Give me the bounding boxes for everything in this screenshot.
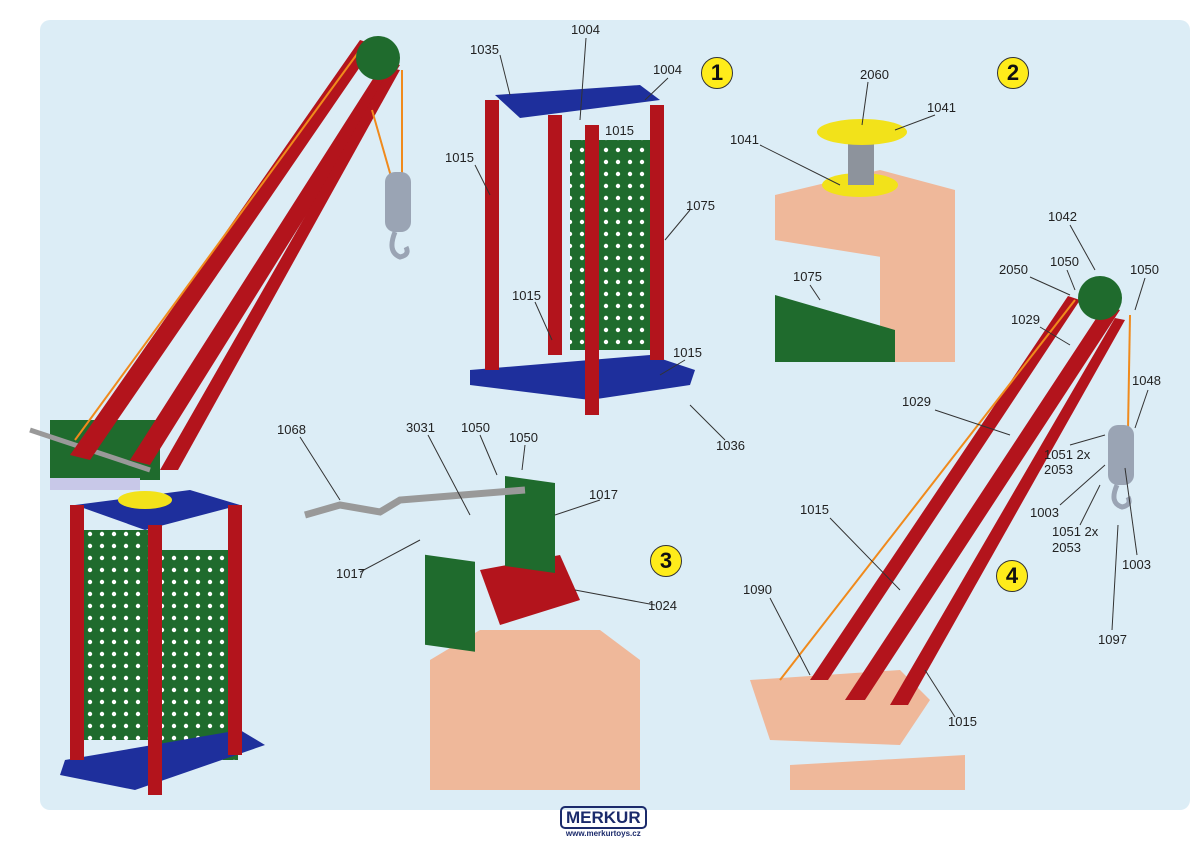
part-label: 1042 bbox=[1048, 209, 1077, 224]
part-label: 1050 bbox=[1130, 262, 1159, 277]
part-label: 1090 bbox=[743, 582, 772, 597]
part-label: 2050 bbox=[999, 262, 1028, 277]
part-label: 1015 bbox=[673, 345, 702, 360]
part-label: 1051 2x bbox=[1044, 447, 1091, 462]
step-2-badge: 2 bbox=[997, 57, 1029, 89]
part-label: 2053 bbox=[1044, 462, 1073, 477]
part-label: 1050 bbox=[1050, 254, 1079, 269]
step4-model bbox=[750, 276, 1134, 790]
part-label: 1097 bbox=[1098, 632, 1127, 647]
part-label: 1024 bbox=[648, 598, 677, 613]
crane-main-model bbox=[29, 36, 411, 795]
part-label: 3031 bbox=[406, 420, 435, 435]
part-label: 1015 bbox=[800, 502, 829, 517]
part-label: 1003 bbox=[1122, 557, 1151, 572]
step-1-badge: 1 bbox=[701, 57, 733, 89]
part-label: 1015 bbox=[445, 150, 474, 165]
leader-lines bbox=[299, 37, 1149, 718]
part-label: 1004 bbox=[571, 22, 600, 37]
part-label: 1017 bbox=[589, 487, 618, 502]
part-label: 1068 bbox=[277, 422, 306, 437]
step-4-badge: 4 bbox=[996, 560, 1028, 592]
part-label: 1050 bbox=[509, 430, 538, 445]
logo-url: www.merkurtoys.cz bbox=[565, 829, 641, 838]
part-label: 1035 bbox=[470, 42, 499, 57]
part-label: 1004 bbox=[653, 62, 682, 77]
part-label: 2060 bbox=[860, 67, 889, 82]
step-3-badge: 3 bbox=[650, 545, 682, 577]
part-label: 1048 bbox=[1132, 373, 1161, 388]
part-label: 1041 bbox=[927, 100, 956, 115]
step2-model bbox=[775, 119, 955, 362]
part-label: 1051 2x bbox=[1052, 524, 1099, 539]
step3-model bbox=[304, 475, 640, 790]
part-label: 1003 bbox=[1030, 505, 1059, 520]
step1-model bbox=[470, 85, 695, 415]
part-label: 1050 bbox=[461, 420, 490, 435]
part-label: 1029 bbox=[902, 394, 931, 409]
part-label: 1075 bbox=[686, 198, 715, 213]
part-label: 1015 bbox=[512, 288, 541, 303]
part-label: 1015 bbox=[605, 123, 634, 138]
part-label: 2053 bbox=[1052, 540, 1081, 555]
part-label: 1041 bbox=[730, 132, 759, 147]
part-label: 1029 bbox=[1011, 312, 1040, 327]
merkur-logo: MERKUR www.merkurtoys.cz bbox=[560, 806, 647, 838]
logo-brand: MERKUR bbox=[560, 806, 647, 829]
part-label: 1017 bbox=[336, 566, 365, 581]
part-label: 1015 bbox=[948, 714, 977, 729]
part-label: 1075 bbox=[793, 269, 822, 284]
part-label: 1036 bbox=[716, 438, 745, 453]
